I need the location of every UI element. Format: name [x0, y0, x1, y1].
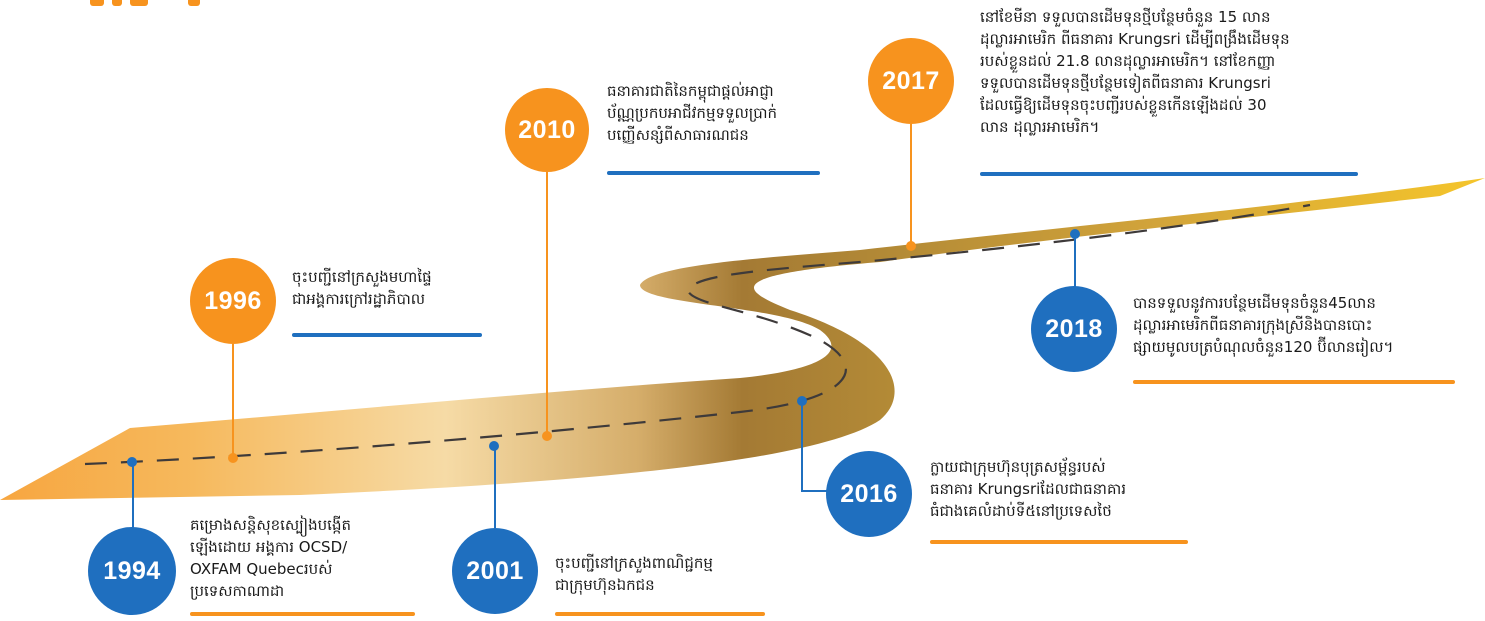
event-text-2016: ក្លាយជាក្រុមហ៊ុនបុត្រសម្ព័ន្ធរបស់ ធនាគារ…: [930, 458, 1126, 520]
connector-line-2001: [494, 446, 496, 528]
underline-2001: [555, 612, 765, 616]
connector-line-1994: [132, 462, 134, 528]
year-circle-2010: 2010: [505, 88, 589, 172]
year-circle-2018: 2018: [1031, 286, 1117, 372]
event-text-2001: ចុះបញ្ជីនៅក្រសួងពាណិជ្ជកម្ម ជាក្រុមហ៊ុនឯ…: [555, 554, 713, 594]
road-surface: [0, 178, 1485, 500]
year-label-2018: 2018: [1045, 314, 1103, 343]
connector-line-2016: [801, 400, 803, 492]
event-text-2017: នៅខែមីនា ទទួលបានដើមទុនថ្មីបន្ថែមចំនួន 15…: [980, 8, 1290, 136]
event-text-2010: ធនាគារជាតិនៃកម្ពុជាផ្តល់អាជ្ញា ប័ណ្ណប្រក…: [607, 82, 778, 144]
underline-2016: [930, 540, 1188, 544]
year-circle-2017: 2017: [868, 38, 954, 124]
road-marker-1996: [228, 453, 238, 463]
year-label-2010: 2010: [518, 115, 576, 144]
year-label-1996: 1996: [204, 286, 262, 315]
year-label-2016: 2016: [840, 479, 898, 508]
year-circle-1996: 1996: [190, 258, 276, 344]
event-text-1994: គម្រោងសន្តិសុខស្បៀងបង្កើត ឡើងដោយ អង្គការ…: [190, 516, 351, 600]
underline-2010: [607, 171, 820, 175]
event-text-1996: ចុះបញ្ជីនៅក្រសួងមហាផ្ទៃ ជាអង្គការក្រៅរដ្…: [292, 268, 432, 308]
year-label-1994: 1994: [103, 556, 161, 585]
header-mark: [90, 0, 210, 8]
road-marker-2001: [489, 441, 499, 451]
connector-line-2018: [1074, 234, 1076, 290]
underline-1996: [292, 333, 482, 337]
road-center-dashes: [84, 203, 1311, 466]
year-circle-2001: 2001: [452, 528, 538, 614]
road-marker-2017: [906, 241, 916, 251]
underline-1994: [190, 612, 415, 616]
connector-line-2010: [546, 172, 548, 434]
connector-line-1996: [232, 344, 234, 458]
year-circle-1994: 1994: [88, 527, 176, 615]
year-label-2017: 2017: [882, 66, 940, 95]
road-marker-1994: [127, 457, 137, 467]
year-circle-2016: 2016: [826, 451, 912, 537]
underline-2018: [1133, 380, 1455, 384]
connector-elbow-2016: [801, 490, 831, 492]
event-text-2018: បានទទួលនូវការបន្ថែមដើមទុនចំនួន45លាន ដុល្…: [1133, 294, 1394, 356]
year-label-2001: 2001: [466, 556, 524, 585]
connector-line-2017: [910, 124, 912, 246]
underline-2017: [980, 172, 1358, 176]
road-marker-2010: [542, 431, 552, 441]
